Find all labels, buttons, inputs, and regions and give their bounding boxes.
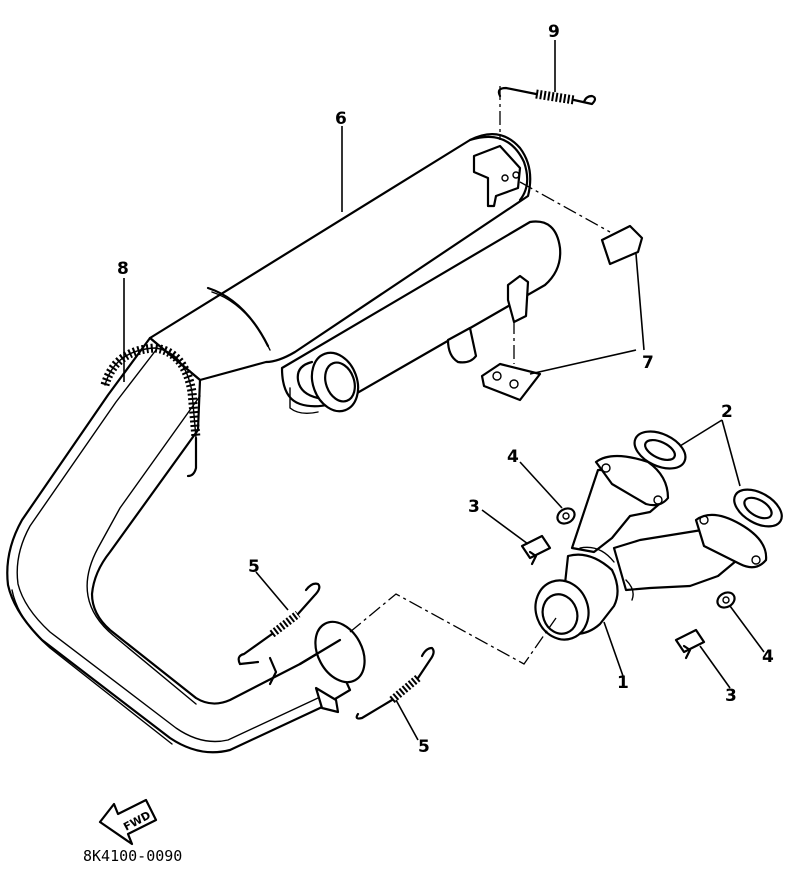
callout-7: 7 <box>642 353 654 373</box>
gasket-lower <box>733 488 783 528</box>
bolt-lower <box>674 628 706 660</box>
callout-3-lower: 3 <box>725 686 737 706</box>
pipe-inlet-flange <box>268 620 366 714</box>
heat-wrap-spring <box>100 343 201 478</box>
gasket-upper <box>633 430 687 470</box>
y-joint-pipe <box>534 454 768 641</box>
callout-8: 8 <box>117 259 129 279</box>
callout-6: 6 <box>335 109 347 129</box>
part-number: 8K4100-0090 <box>83 847 182 865</box>
callout-9: 9 <box>548 22 560 42</box>
callout-5-lower: 5 <box>418 737 430 757</box>
fwd-arrow-icon: FWD <box>98 798 158 846</box>
nut-upper <box>556 507 576 525</box>
callout-5-upper: 5 <box>248 557 260 577</box>
assembly-lines <box>349 86 611 665</box>
muffler <box>148 132 562 415</box>
bolt-upper <box>520 534 552 566</box>
leader-lines <box>123 40 765 741</box>
spring-lower <box>355 646 435 720</box>
callout-3-upper: 3 <box>468 497 480 517</box>
spring-upper <box>237 582 321 666</box>
nut-lower <box>716 591 736 609</box>
callout-4-upper: 4 <box>507 447 519 467</box>
spring-top <box>497 86 597 106</box>
callout-4-lower: 4 <box>762 647 774 667</box>
callout-2: 2 <box>721 402 733 422</box>
damper-pad <box>600 224 644 266</box>
callout-1: 1 <box>617 673 629 693</box>
mount-bracket-plate <box>480 362 542 402</box>
